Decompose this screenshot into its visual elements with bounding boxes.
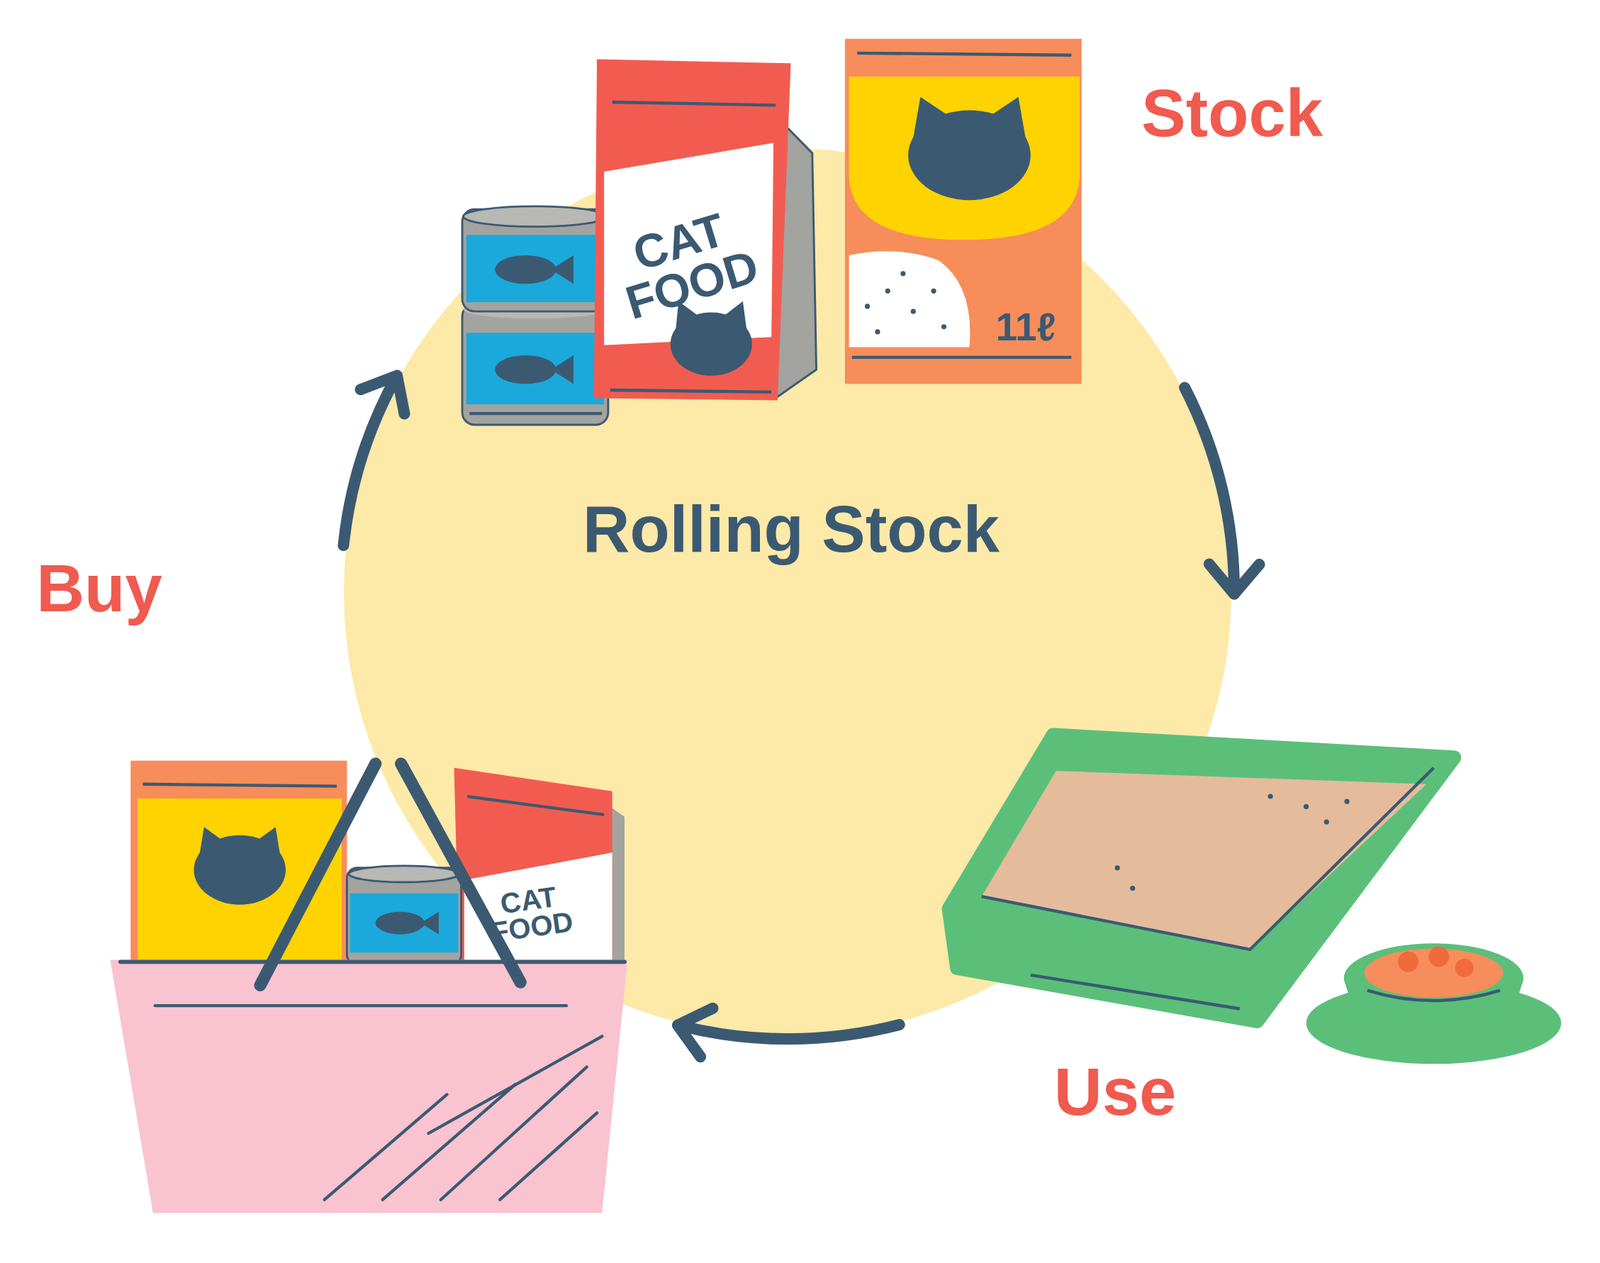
food-bowl-part [1344, 942, 1524, 1013]
shopping-basket-part [109, 959, 628, 1213]
shopping-basket-part [260, 763, 376, 985]
food-bowl-part [1305, 981, 1562, 1064]
basket-litter-bag-part [199, 826, 227, 858]
stage-label: Stock [1141, 75, 1323, 152]
food-bowl-part [1428, 946, 1450, 967]
basket-litter-bag-part [137, 798, 342, 965]
food-bowl-part [1455, 958, 1474, 977]
litter-tray-part [1344, 798, 1350, 804]
litter-tray-part [1129, 885, 1135, 891]
basket-can [346, 865, 461, 965]
litter-tray-part [1030, 974, 1240, 1009]
food-bowl-part [1363, 948, 1503, 998]
cat-litter-bag-part [857, 53, 1072, 56]
food-bowl-part [1344, 979, 1523, 1036]
basket-litter-bag-part [130, 760, 347, 965]
buy-stage: Buy [21, 545, 678, 1220]
litter-tray-part [1303, 803, 1309, 809]
shopping-basket-part [155, 1003, 567, 1007]
shopping-basket-part [382, 1083, 516, 1200]
basket-can-part [375, 911, 425, 935]
basket-litter-bag [130, 760, 347, 965]
stock-stage: Stock [396, 35, 1340, 387]
shopping-basket-part [440, 1066, 587, 1200]
center-title: Rolling Stock [582, 491, 1000, 567]
basket-can-part [350, 893, 459, 953]
rolling-stock-circle: Rolling Stock [343, 148, 1232, 1036]
food-bowl-part [1367, 990, 1501, 1001]
food-bowl [1305, 942, 1562, 1064]
basket-litter-bag-part [253, 826, 281, 858]
litter-tray-part [1267, 793, 1273, 799]
stage-label: Buy [36, 550, 163, 627]
litter-tray-part [1324, 818, 1330, 824]
cat-litter-bag-part [913, 97, 951, 139]
basket-litter-bag-part [193, 835, 286, 905]
shopping-basket-part [324, 1093, 448, 1199]
food-bowl-part [1397, 951, 1419, 972]
use-stage: Use [900, 595, 1567, 1135]
shopping-basket-part [499, 1112, 597, 1199]
basket-litter-bag-part [143, 784, 337, 787]
stage-label: Use [1054, 1053, 1177, 1130]
cat-food-bag-part [612, 102, 776, 105]
basket-can-part [420, 911, 439, 935]
basket-can-part [346, 867, 461, 965]
cat-litter-bag-part [987, 97, 1026, 139]
shopping-basket-part [428, 1035, 603, 1133]
